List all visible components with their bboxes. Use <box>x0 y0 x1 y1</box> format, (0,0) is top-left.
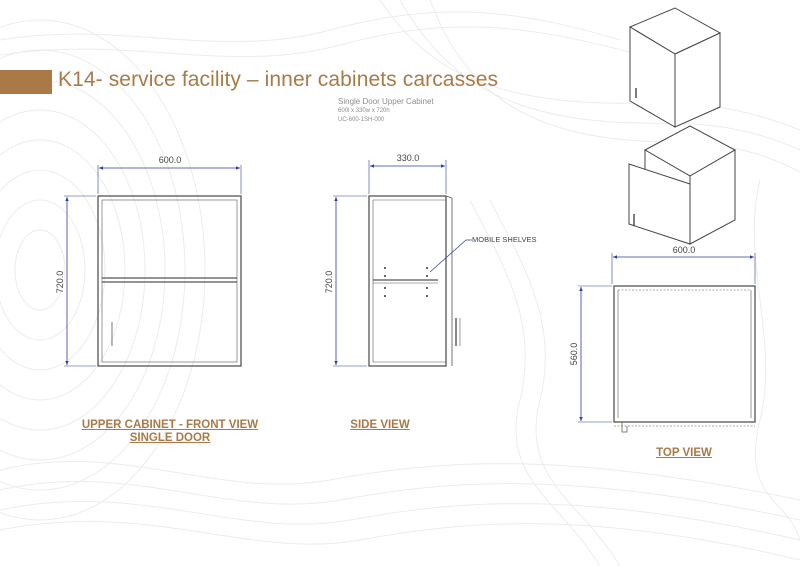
front-height-dimension: 720.0 <box>55 195 96 367</box>
front-view: 600.0 720.0 <box>55 155 242 367</box>
mobile-shelves-label: MOBILE SHELVES <box>472 235 536 244</box>
isometric-closed-cabinet <box>628 7 722 128</box>
isometric-open-cabinet <box>628 125 737 245</box>
side-width-label: 330.0 <box>397 153 420 163</box>
front-width-dimension: 600.0 <box>97 155 242 194</box>
shelf-pin-holes <box>384 267 428 297</box>
cabinet-name: Single Door Upper Cabinet <box>338 97 434 106</box>
front-height-label: 720.0 <box>55 271 65 294</box>
front-cabinet-outline <box>97 195 242 367</box>
cabinet-dimensions: 600l x 330w x 720h <box>338 108 390 114</box>
front-view-caption-line1: UPPER CABINET - FRONT VIEW <box>81 419 259 431</box>
side-cabinet-outline <box>368 195 461 367</box>
top-width-dimension: 600.0 <box>611 245 756 284</box>
top-width-label: 600.0 <box>673 245 696 255</box>
page-title: K14- service facility – inner cabinets c… <box>58 68 499 91</box>
side-view-caption: SIDE VIEW <box>350 419 410 431</box>
top-view: 600.0 560.0 <box>569 245 756 433</box>
front-view-caption: UPPER CABINET - FRONT VIEW SINGLE DOOR <box>80 419 260 444</box>
top-cabinet-outline <box>613 285 756 433</box>
top-depth-label: 560.0 <box>569 343 579 366</box>
mobile-shelves-callout: MOBILE SHELVES <box>429 235 536 273</box>
top-view-caption: TOP VIEW <box>656 447 712 459</box>
front-width-label: 600.0 <box>159 155 182 165</box>
side-width-dimension: 330.0 <box>368 153 447 194</box>
top-depth-dimension: 560.0 <box>569 285 612 423</box>
front-view-caption-line2: SINGLE DOOR <box>129 432 211 444</box>
title-accent-bar <box>0 70 52 94</box>
side-height-dimension: 720.0 <box>324 195 367 367</box>
cabinet-code: UC-600-1SH-000 <box>338 117 385 123</box>
side-height-label: 720.0 <box>324 271 334 294</box>
side-view: 330.0 720.0 MOBILE SHE <box>324 153 536 367</box>
